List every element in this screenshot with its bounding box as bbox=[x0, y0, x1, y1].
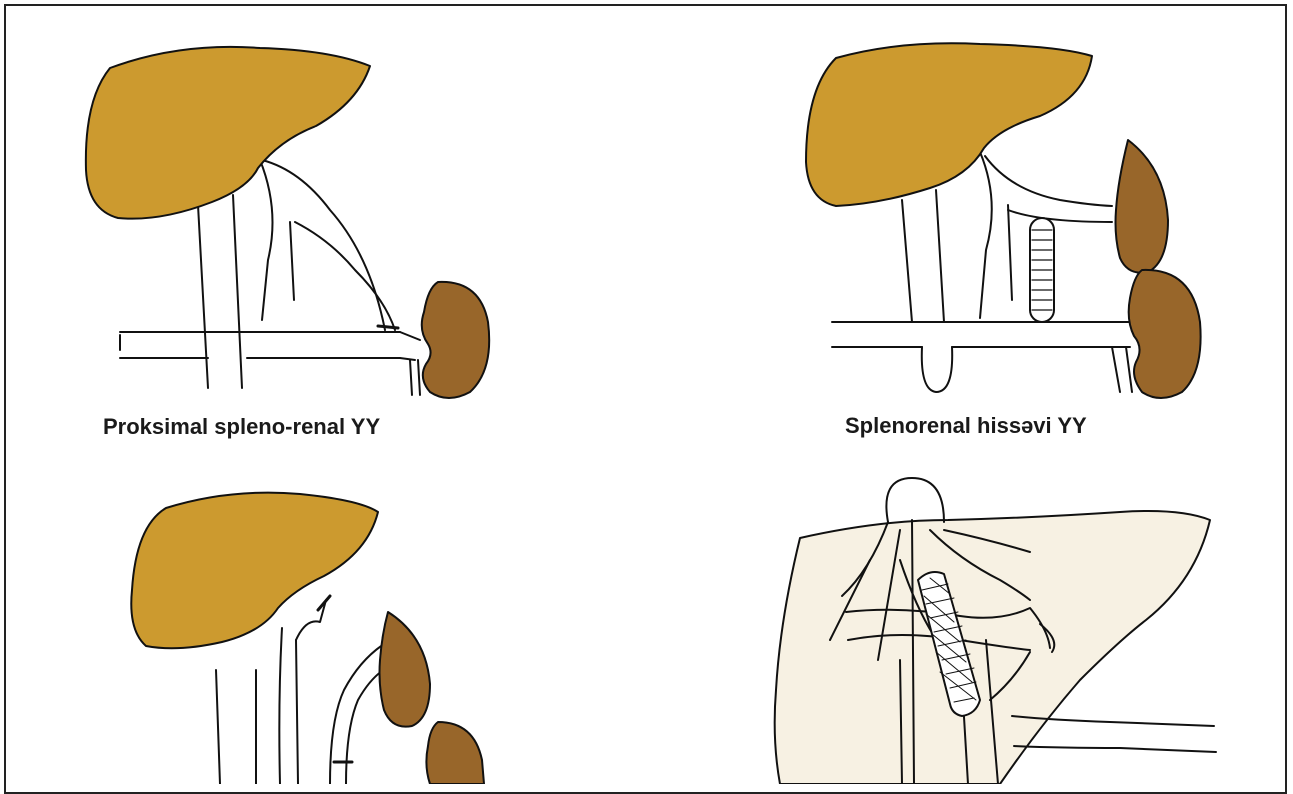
panel-distal-splenorenal bbox=[131, 493, 484, 784]
spleen-shape-3 bbox=[380, 612, 431, 727]
panel-proximal-splenorenal bbox=[86, 47, 489, 398]
coil-stent bbox=[1030, 218, 1054, 322]
spleen-shape-2 bbox=[1116, 140, 1169, 273]
panel-selective-splenorenal bbox=[806, 43, 1201, 398]
liver-shape-1 bbox=[86, 47, 370, 219]
caption-proximal-splenorenal: Proksimal spleno-renal YY bbox=[103, 414, 380, 440]
kidney-shape-3 bbox=[426, 722, 484, 784]
panel-tips bbox=[775, 478, 1216, 784]
caption-selective-splenorenal: Splenorenal hissəvi YY bbox=[845, 413, 1087, 439]
kidney-shape-1 bbox=[422, 282, 489, 398]
liver-shape-3 bbox=[131, 493, 378, 649]
liver-outline-4 bbox=[775, 511, 1210, 784]
liver-shape-2 bbox=[806, 43, 1092, 206]
kidney-shape-2 bbox=[1129, 270, 1201, 398]
